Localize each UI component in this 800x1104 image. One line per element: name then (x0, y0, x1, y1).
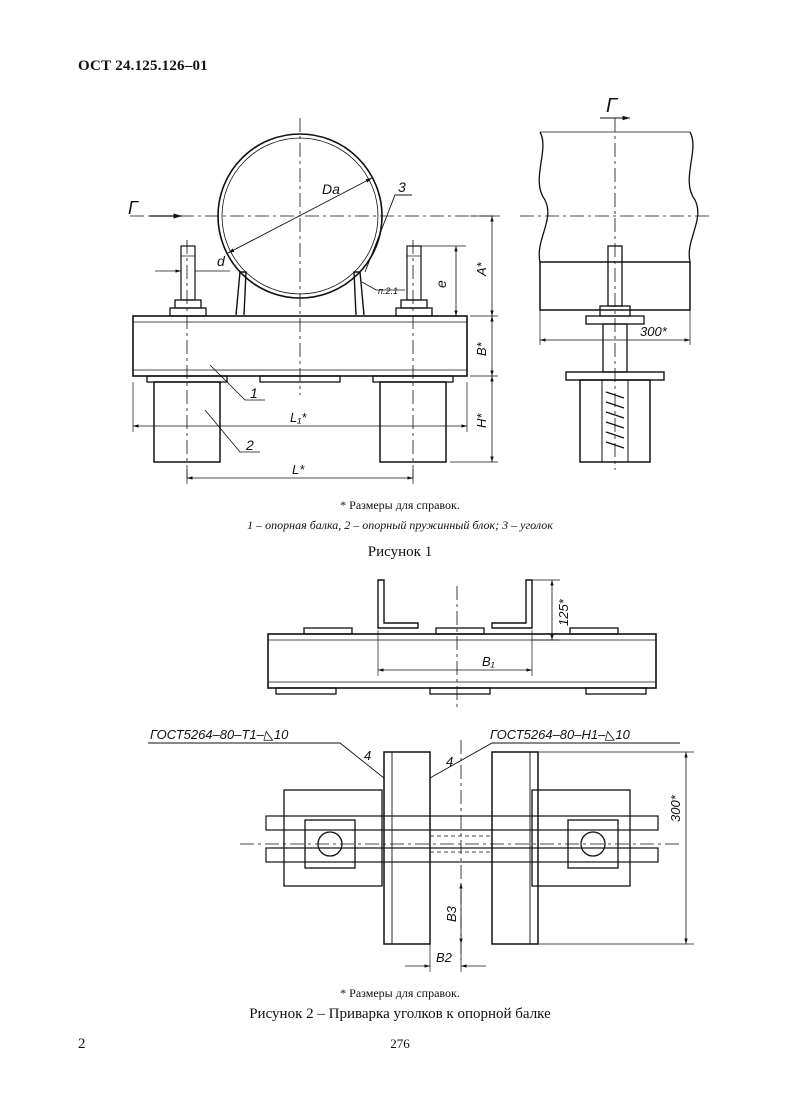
weld-left: ГОСТ5264–80–Т1–◺10 (150, 727, 289, 742)
dim-H: H* (474, 413, 489, 428)
page-number-left: 2 (78, 1036, 86, 1052)
four-right: 4 (446, 754, 453, 769)
dim-L: L* (292, 462, 305, 477)
dim-B1: B₁ (482, 654, 495, 669)
figure2-elevation (267, 579, 657, 710)
dim-125: 125* (556, 598, 571, 626)
figure1-legend: 1 – опорная балка, 2 – опорный пружинный… (247, 518, 553, 532)
figure2-title: Рисунок 2 – Приварка уголков к опорной б… (249, 1006, 551, 1022)
dim-300-side: 300* (640, 324, 668, 339)
callout-1: 1 (250, 385, 258, 401)
dim-L1: L₁* (290, 410, 307, 425)
dim-300-plan: 300* (668, 794, 683, 822)
figure2-plan (148, 740, 694, 972)
figure1-front-view (130, 118, 500, 484)
diameter-label: Da (322, 181, 340, 197)
dim-B2: B2 (436, 950, 453, 965)
note-p21: п.2.1 (378, 286, 398, 296)
dim-A: A* (474, 261, 489, 277)
dim-B3: B3 (444, 905, 459, 922)
page-number-center: 276 (390, 1036, 410, 1051)
figure2-note: * Размеры для справок. (340, 986, 460, 1000)
callout-3: 3 (398, 179, 406, 195)
figure1-title: Рисунок 1 (367, 544, 433, 560)
document-code: ОСТ 24.125.126–01 (78, 58, 208, 74)
callout-2: 2 (245, 437, 254, 453)
four-left: 4 (364, 748, 371, 763)
view-label-top: Г (606, 95, 619, 117)
dim-B: B* (474, 341, 489, 356)
figure2-labels: 125* B₁ ГОСТ5264–80–Т1–◺10 ГОСТ5264–80–Н… (150, 598, 683, 965)
figure1-note: * Размеры для справок. (340, 498, 460, 512)
view-label: Г (128, 198, 139, 218)
weld-right: ГОСТ5264–80–Н1–◺10 (490, 727, 631, 742)
figure1-side-view (520, 115, 712, 470)
e-label: e (433, 280, 449, 288)
d-label: d (217, 253, 226, 269)
figure1-labels: Г Г Da 3 d e п.2.1 A* B* H* 1 2 L₁* L* 3… (128, 95, 668, 477)
